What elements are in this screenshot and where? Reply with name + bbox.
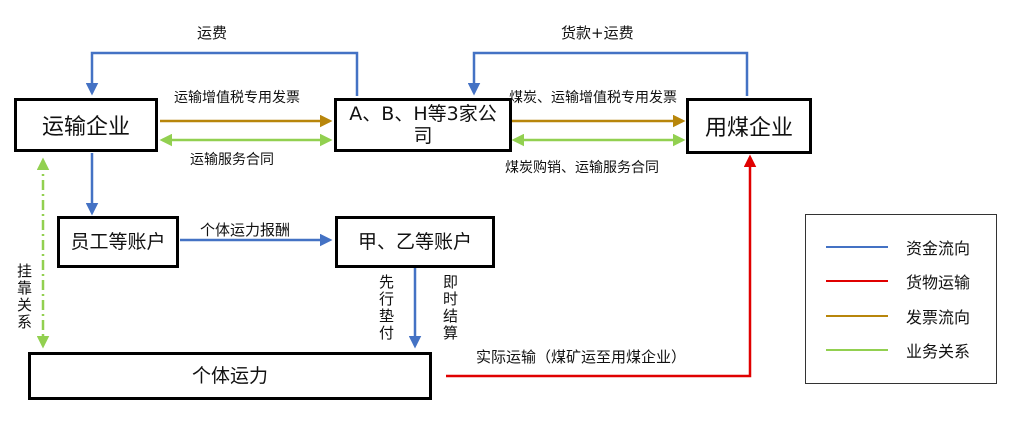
- label-coal-purchase-transport-contract: 煤炭购销、运输服务合同: [505, 160, 659, 176]
- node-coal-company: 用煤企业: [686, 98, 812, 154]
- legend-swatch-goods: [826, 280, 888, 282]
- legend-item-invoice: 发票流向: [826, 306, 971, 327]
- label-freight: 运费: [197, 24, 228, 42]
- label-immediate-settlement: 即时结算: [442, 273, 458, 342]
- label-advance-payment: 先行垫付: [378, 273, 394, 342]
- legend-label-goods: 货物运输: [906, 273, 971, 292]
- node-intermediary-companies: A、B、H等3家公司: [334, 98, 512, 152]
- label-coal-transport-vat-invoice: 煤炭、运输增值税专用发票: [509, 90, 677, 106]
- label-individual-pay: 个体运力报酬: [200, 221, 291, 239]
- legend: 资金流向 货物运输 发票流向 业务关系: [805, 214, 997, 384]
- legend-label-funds: 资金流向: [906, 239, 971, 258]
- node-coal-company-label: 用煤企业: [704, 116, 793, 141]
- arrow-freight-funds: [85, 51, 359, 96]
- arrow-actual-transport: [446, 154, 757, 378]
- node-transport-company: 运输企业: [14, 98, 158, 152]
- legend-item-business: 业务关系: [826, 340, 971, 361]
- node-jia-yi-accounts-label: 甲、乙等账户: [357, 231, 472, 253]
- legend-item-goods: 货物运输: [826, 271, 971, 292]
- label-affiliation: 挂靠关系: [16, 262, 32, 331]
- node-employee-accounts: 员工等账户: [57, 216, 179, 268]
- label-payment-plus-freight: 货款+运费: [561, 24, 634, 42]
- legend-swatch-funds: [826, 246, 888, 248]
- legend-label-business: 业务关系: [906, 342, 971, 361]
- label-actual-transport: 实际运输（煤矿运至用煤企业）: [476, 348, 687, 366]
- node-individual-carriers: 个体运力: [28, 352, 432, 400]
- node-transport-company-label: 运输企业: [41, 115, 130, 140]
- legend-label-invoice: 发票流向: [906, 308, 971, 327]
- node-individual-carriers-label: 个体运力: [191, 365, 268, 387]
- label-transport-service-contract: 运输服务合同: [190, 152, 274, 168]
- node-jia-yi-accounts: 甲、乙等账户: [335, 216, 495, 268]
- node-intermediary-companies-label: A、B、H等3家公司: [349, 103, 497, 147]
- legend-item-funds: 资金流向: [826, 237, 971, 258]
- arrow-payment-funds: [467, 51, 749, 96]
- label-transport-vat-invoice: 运输增值税专用发票: [174, 90, 300, 106]
- node-employee-accounts-label: 员工等账户: [70, 231, 166, 253]
- legend-swatch-invoice: [826, 315, 888, 317]
- legend-swatch-business: [826, 349, 888, 351]
